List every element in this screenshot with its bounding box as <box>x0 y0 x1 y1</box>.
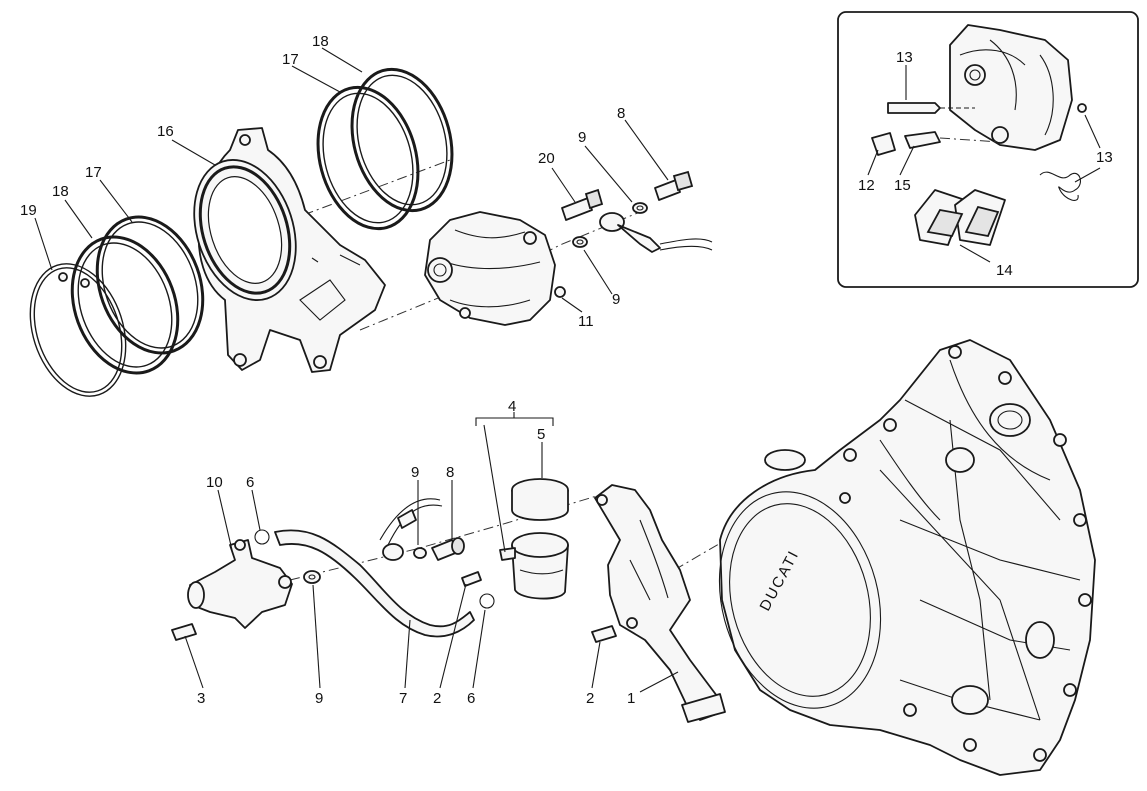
lower-assembly: DUCATI 4 5 10 6 9 8 3 9 7 2 6 2 1 <box>171 339 1096 776</box>
callout-3: 3 <box>197 690 205 707</box>
callout-7: 7 <box>399 690 407 707</box>
callout-4: 4 <box>508 398 516 415</box>
upper-assembly: 18 17 16 17 18 19 20 9 8 9 11 <box>20 33 713 397</box>
callout-15: 15 <box>894 177 911 194</box>
callout-16: 16 <box>157 123 174 140</box>
callout-6-left: 6 <box>246 474 254 491</box>
callout-17-lower: 17 <box>85 164 102 181</box>
callout-11: 11 <box>578 313 594 330</box>
callout-2-left: 2 <box>433 690 441 707</box>
callout-14: 14 <box>996 262 1013 279</box>
callout-10: 10 <box>206 474 223 491</box>
inset-panel: 13 13 12 15 14 <box>837 11 1139 288</box>
callout-5: 5 <box>537 426 545 443</box>
callout-12: 12 <box>858 177 875 194</box>
callout-18-upper: 18 <box>312 33 329 50</box>
callout-2-right: 2 <box>586 690 594 707</box>
callout-13-pin: 13 <box>896 49 913 66</box>
callout-17-upper: 17 <box>282 51 299 68</box>
callout-9-bottom: 9 <box>315 690 323 707</box>
callout-9-upper-bottom: 9 <box>612 291 620 308</box>
callout-6-right: 6 <box>467 690 475 707</box>
callout-18-lower: 18 <box>52 183 69 200</box>
callout-1: 1 <box>627 690 635 707</box>
callout-8-lower: 8 <box>446 464 454 481</box>
callout-19: 19 <box>20 202 37 219</box>
callout-9-lower: 9 <box>411 464 419 481</box>
callout-9-upper-top: 9 <box>578 129 586 146</box>
callout-20: 20 <box>538 150 555 167</box>
callout-8-upper: 8 <box>617 105 625 122</box>
callout-13-spring: 13 <box>1096 149 1113 166</box>
